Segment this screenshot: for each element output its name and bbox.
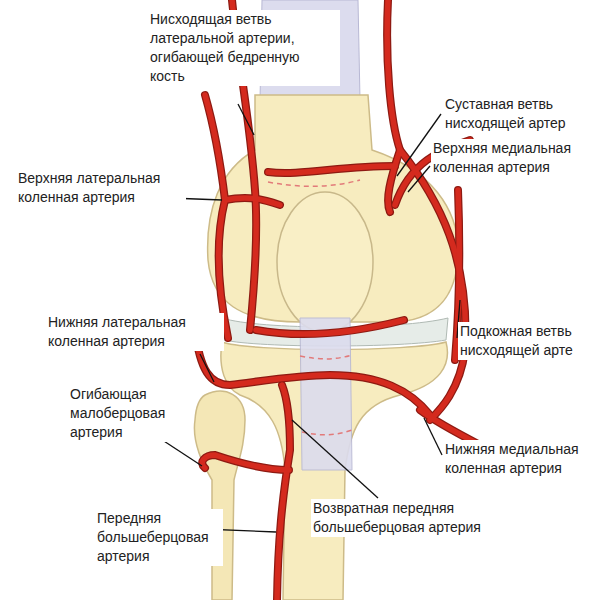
part-label: Подкожная ветвь нисходящей арте xyxy=(458,322,594,360)
part-label: Суставная ветвь нисходящей артер xyxy=(443,95,594,133)
part-label: Возвратная передняя большеберцовая артер… xyxy=(311,499,533,537)
part-label: Нижняя медиальная коленная артерия xyxy=(443,440,594,478)
part-label: Огибающая малоберцовая артерия xyxy=(68,385,180,442)
fibula xyxy=(194,391,245,600)
part-label: Нижняя латеральная коленная артерия xyxy=(46,313,224,351)
part-label: Верхняя медиальная коленная артерия xyxy=(431,139,591,177)
part-label: Передняя большеберцовая артерия xyxy=(95,509,223,566)
patellar-ligament xyxy=(300,318,352,470)
part-label: Нисходящая ветвь латеральной артерии, ог… xyxy=(148,10,340,86)
patella xyxy=(277,192,373,332)
part-label: Верхняя латеральная коленная артерия xyxy=(16,169,186,207)
